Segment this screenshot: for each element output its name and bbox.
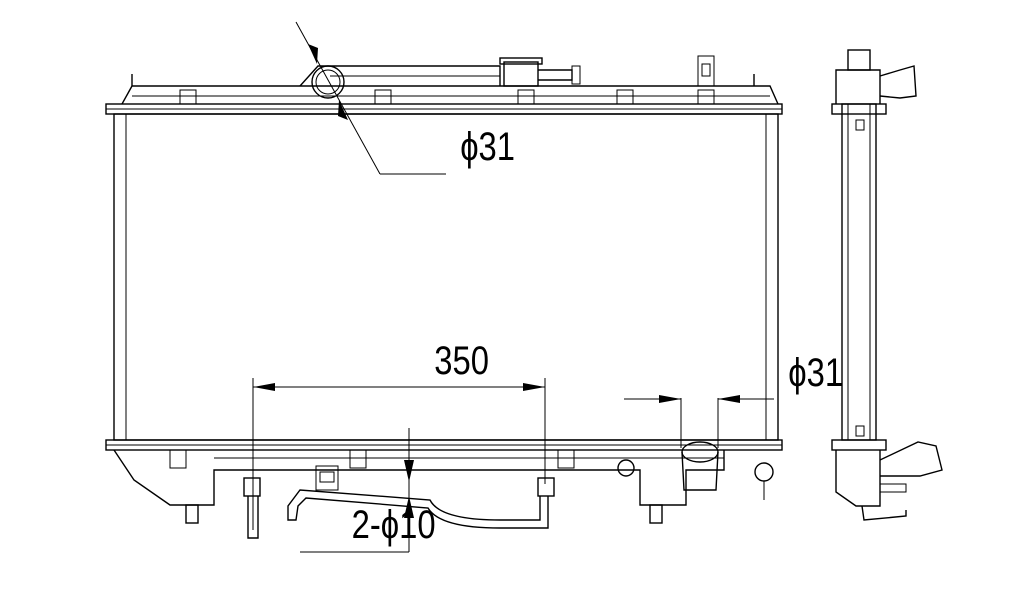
dimension-transmission-line-diameter: 2-ϕ10: [300, 428, 436, 553]
bottom-tank: [105, 439, 783, 524]
dimension-top-hose-diameter: ϕ31: [295, 21, 515, 175]
lower-hose-outlet: [681, 441, 719, 491]
top-tank: [105, 55, 783, 115]
label-transmission-line-diameter: 2-ϕ10: [352, 502, 436, 547]
label-bottom-hose-diameter: ϕ31: [788, 350, 843, 395]
front-view: [105, 55, 783, 539]
upper-hose-inlet: [311, 65, 345, 99]
radiator-core: [113, 113, 779, 441]
dimension-mount-spacing: 350: [252, 338, 546, 530]
transmission-oil-lines: [243, 465, 555, 539]
label-mount-spacing: 350: [434, 338, 489, 383]
label-top-hose-diameter: ϕ31: [460, 124, 515, 169]
side-view: [831, 49, 943, 521]
dimension-bottom-hose-diameter: ϕ31: [624, 350, 843, 448]
